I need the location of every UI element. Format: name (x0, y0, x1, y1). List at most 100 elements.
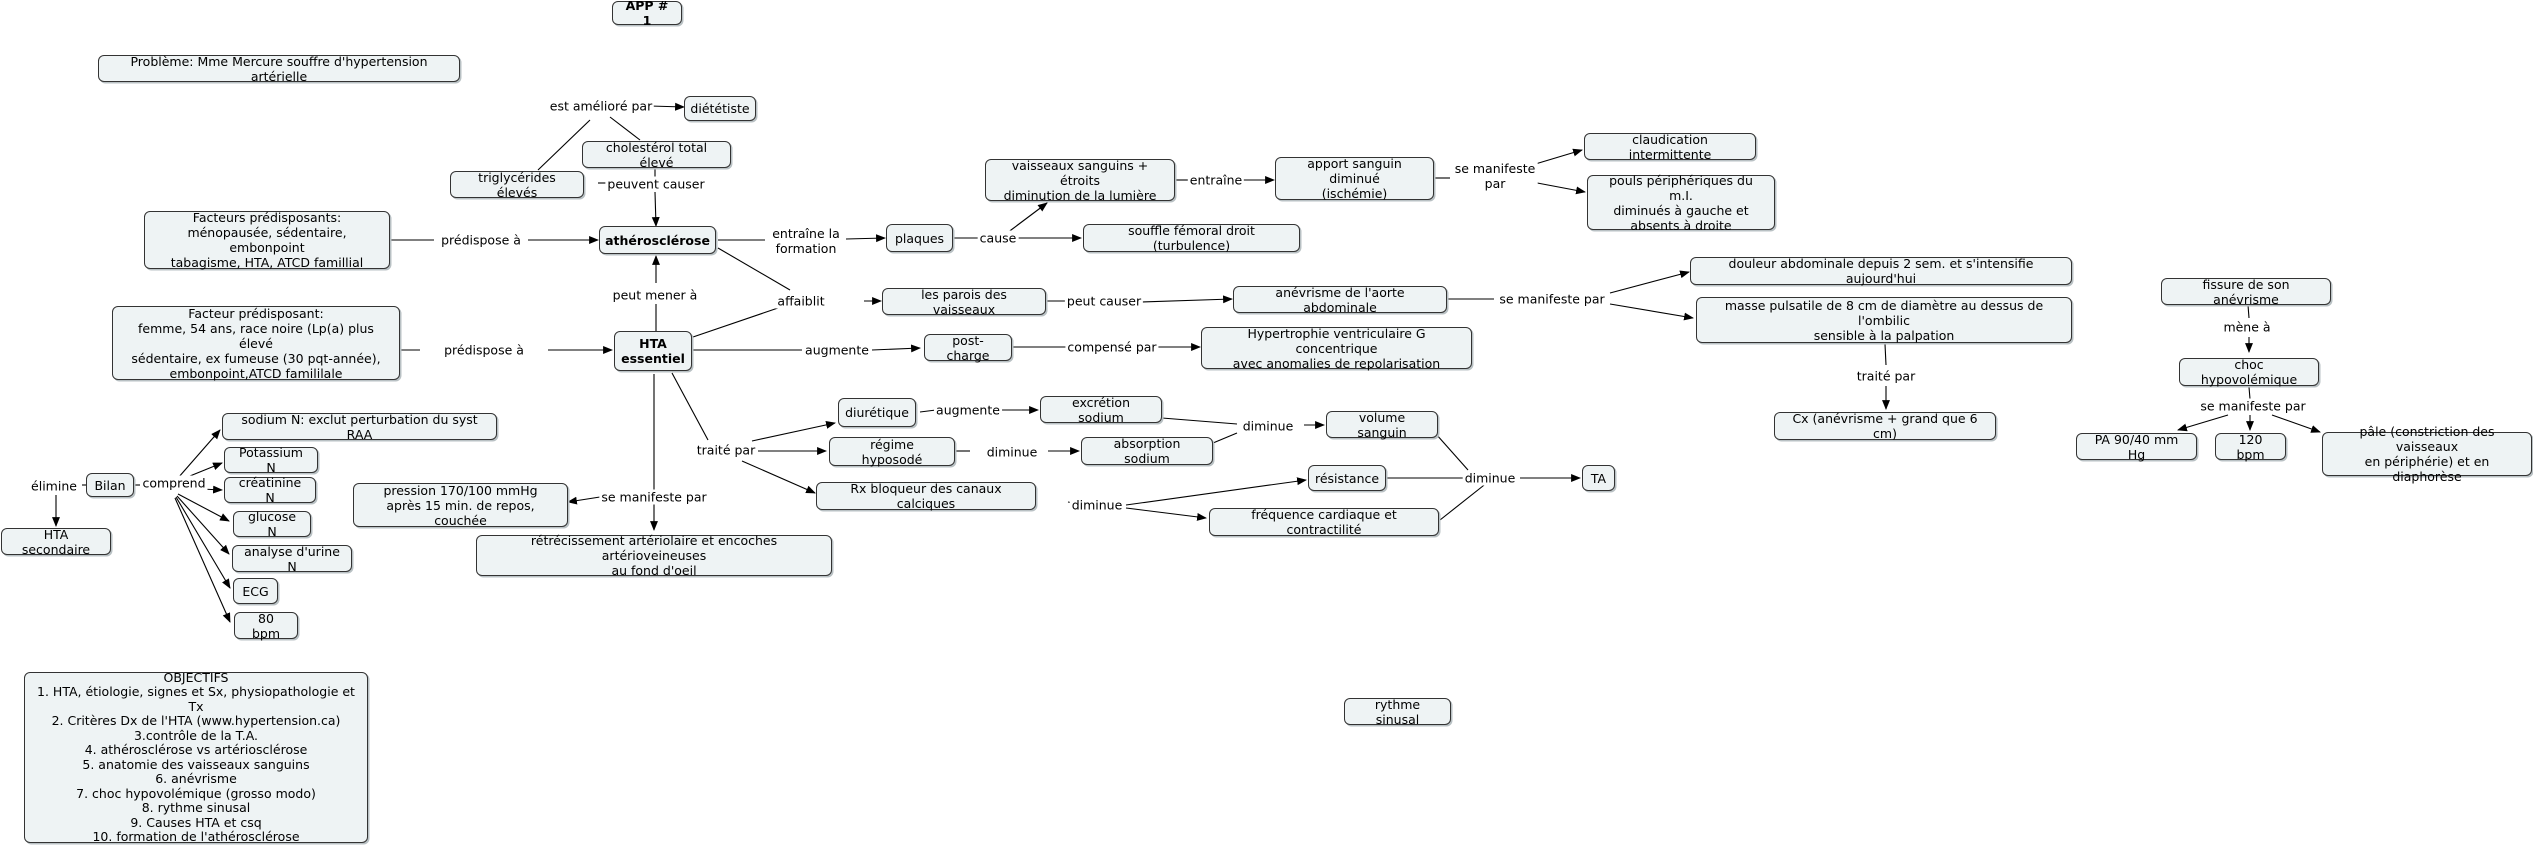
concept-pouls[interactable]: pouls périphériques du m.I. diminués à g… (1587, 173, 1775, 233)
connector-line (1125, 477, 1307, 506)
link-predispose-a-2[interactable]: prédispose à (442, 342, 526, 358)
connector-line (717, 247, 791, 291)
concept-glucose[interactable]: glucose N (233, 509, 311, 539)
concept-dietetiste[interactable]: diététiste (684, 96, 756, 121)
link-traite-par-1[interactable]: traité par (1854, 368, 1918, 384)
link-augmente-2[interactable]: augmente (934, 402, 1002, 418)
concept-facteurs-predisposants[interactable]: Facteurs prédisposants: ménopausée, séde… (144, 210, 390, 270)
connector-line (609, 116, 641, 141)
connector-line (671, 372, 709, 441)
link-entraine-formation[interactable]: entraîne la formation (770, 226, 842, 256)
link-se-manifeste-par-1[interactable]: se manifeste par (1452, 161, 1538, 191)
concept-bilan[interactable]: Bilan (86, 473, 134, 497)
link-elimine[interactable]: élimine (29, 478, 79, 494)
link-diminue-3[interactable]: diminue (1462, 470, 1518, 486)
link-traite-par-2[interactable]: traité par (694, 442, 758, 458)
link-diminue-2[interactable]: diminue (1240, 418, 1296, 434)
link-mene-a[interactable]: mène à (2221, 319, 2273, 335)
concept-vaisseaux-etroits[interactable]: vaisseaux sanguins + étroits diminution … (985, 158, 1175, 203)
link-augmente-1[interactable]: augmente (803, 342, 871, 358)
connector-line (2247, 304, 2250, 319)
link-cause[interactable]: cause (977, 230, 1019, 246)
concept-pression[interactable]: pression 170/100 mmHg après 15 min. de r… (353, 483, 568, 528)
concept-retrecissement[interactable]: rétrécissement artériolaire et encoches … (476, 533, 832, 578)
concept-app-title[interactable]: APP # 1 (612, 0, 682, 28)
concept-creatinine[interactable]: créatinine N (224, 475, 316, 505)
concept-hta-secondaire[interactable]: HTA secondaire (1, 527, 111, 557)
connector-line (751, 421, 836, 442)
connector-line (1531, 148, 1583, 166)
concept-ecg[interactable]: ECG (233, 578, 278, 604)
link-diminue-4[interactable]: diminue (1069, 497, 1125, 513)
connector-line (1212, 432, 1238, 444)
link-est-ameliore-par[interactable]: est amélioré par (547, 98, 655, 114)
concept-absorption[interactable]: absorption sodium (1081, 436, 1213, 466)
link-se-manifeste-par-2[interactable]: se manifeste par (1497, 291, 1607, 307)
link-diminue-1[interactable]: diminue (984, 444, 1040, 460)
connector-line (2271, 414, 2321, 433)
link-se-manifeste-par-4[interactable]: se manifeste par (2198, 398, 2308, 414)
concept-facteur-predisposant[interactable]: Facteur prédisposant: femme, 54 ans, rac… (112, 306, 400, 381)
link-compense-par[interactable]: compensé par (1065, 339, 1159, 355)
link-affaiblit[interactable]: affaiblit (775, 293, 827, 309)
concept-hypertrophie[interactable]: Hypertrophie ventriculaire G concentriqu… (1201, 326, 1472, 371)
concept-masse[interactable]: masse pulsatile de 8 cm de diamètre au d… (1696, 297, 2072, 343)
concept-souffle[interactable]: souffle fémoral droit (turbulence) (1083, 223, 1300, 253)
concept-diuretique[interactable]: diurétique (838, 398, 916, 427)
concept-rythme-sinusal[interactable]: rythme sinusal (1344, 697, 1451, 727)
concept-sodium[interactable]: sodium N: exclut perturbation du syst RA… (222, 412, 497, 442)
connector-line (177, 493, 230, 522)
link-peuvent-causer[interactable]: peuvent causer (605, 176, 707, 192)
link-comprend[interactable]: comprend (140, 475, 208, 491)
concept-objectifs[interactable]: OBJECTIFS 1. HTA, étiologie, signes et S… (24, 670, 368, 844)
concept-anevrisme-aorte[interactable]: anévrisme de l'aorte abdominale (1233, 285, 1447, 315)
connector-line (176, 495, 230, 555)
link-predispose-a-1[interactable]: prédispose à (439, 232, 523, 248)
connector-line (871, 344, 921, 353)
concept-apport-sanguin[interactable]: apport sanguin diminué (ischémie) (1275, 156, 1434, 201)
connector-line (649, 102, 685, 111)
connector-line (919, 409, 937, 413)
connector-line (1141, 295, 1233, 304)
concept-excretion[interactable]: excrétion sodium (1040, 395, 1162, 425)
concept-pa[interactable]: PA 90/40 mm Hg (2076, 432, 2197, 462)
concept-potassium[interactable]: Potassium N (224, 445, 318, 475)
concept-atherosclerose[interactable]: athérosclérose (599, 226, 716, 254)
concept-pale[interactable]: pâle (constriction des vaisseaux en péri… (2322, 424, 2532, 484)
concept-plaques[interactable]: plaques (886, 224, 953, 252)
concept-bpm120[interactable]: 120 bpm (2215, 432, 2286, 462)
link-entraine[interactable]: entraîne (1187, 172, 1245, 188)
connector-line (1125, 507, 1207, 521)
connector-line (1439, 481, 1489, 521)
concept-hta-essentiel[interactable]: HTA essentiel (614, 331, 692, 371)
link-peut-causer[interactable]: peut causer (1064, 293, 1144, 309)
concept-claudication[interactable]: claudication intermittente (1584, 132, 1756, 162)
concept-volume[interactable]: volume sanguin (1326, 410, 1438, 440)
concept-post-charge[interactable]: post-charge (924, 333, 1012, 363)
concept-analyse-urine[interactable]: analyse d'urine N (232, 544, 352, 574)
concept-parois[interactable]: les parois des vaisseaux (882, 287, 1046, 317)
concept-fissure[interactable]: fissure de son anévrisme (2161, 277, 2331, 307)
concept-resistance[interactable]: résistance (1308, 465, 1386, 491)
concept-triglycerides[interactable]: triglycérides élevés (450, 170, 584, 200)
concept-choc[interactable]: choc hypovolémique (2179, 357, 2319, 387)
concept-regime[interactable]: régime hyposodé (829, 437, 955, 467)
connector-line (1006, 202, 1048, 234)
concept-douleur[interactable]: douleur abdominale depuis 2 sem. et s'in… (1690, 256, 2072, 286)
connector-line (567, 496, 601, 505)
concept-probleme[interactable]: Problème: Mme Mercure souffre d'hyperten… (98, 54, 460, 84)
connector-line (2177, 414, 2229, 432)
concept-ta[interactable]: TA (1582, 465, 1615, 491)
concept-frequence[interactable]: fréquence cardiaque et contractilité (1209, 507, 1439, 537)
concept-cholesterol[interactable]: cholestérol total élevé (582, 140, 731, 170)
link-se-manifeste-par-3[interactable]: se manifeste par (599, 489, 709, 505)
link-peut-mener-a[interactable]: peut mener à (610, 287, 700, 303)
concept-bpm80[interactable]: 80 bpm (234, 611, 298, 641)
connector-line (175, 496, 231, 589)
concept-cx[interactable]: Cx (anévrisme + grand que 6 cm) (1774, 411, 1996, 441)
concept-rx[interactable]: Rx bloqueur des canaux calciques (816, 481, 1036, 511)
connector-line (741, 460, 816, 494)
connector-line (2248, 386, 2251, 400)
connector-line (651, 191, 660, 227)
